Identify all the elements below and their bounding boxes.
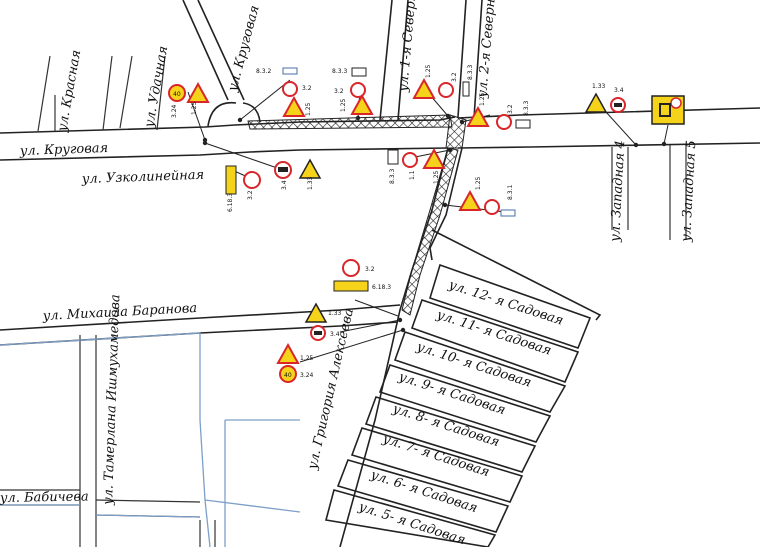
speed-limit-sign (279, 365, 297, 383)
sign-code: 8.3.3 (389, 169, 396, 184)
sign-code: 3.2 (451, 72, 458, 82)
detour-plate-sign (515, 119, 531, 129)
truck-icon (314, 331, 322, 335)
sadovaya-blocks (325, 263, 592, 547)
no-entry-sign (402, 152, 418, 168)
street-label-uzkolineynaya: ул. Узколинейная (81, 168, 205, 187)
roadworks-warning-icon (282, 95, 306, 117)
sign-code: 8.3.3 (332, 68, 347, 75)
street-label-udachnaya: ул. Удачная (142, 45, 171, 130)
detour-arrow-icon (659, 103, 671, 117)
construction-zone (247, 114, 467, 316)
detour-plate-sign (387, 149, 399, 165)
sign-code: 1.25 (191, 101, 198, 115)
sign-code: 8.3.3 (523, 101, 530, 116)
sign-group-k: 3.2 6.18.3 (333, 259, 391, 292)
no-entry-sign (350, 82, 366, 98)
sign-code: 1.25 (475, 176, 482, 190)
sign-group-j: 1.33 3.4 (584, 83, 685, 125)
road-signs: 40 3.24 1.25 8.3.2 3.2 1.25 8.3.3 3.2 1.… (168, 64, 685, 383)
roadworks-warning-icon (350, 93, 374, 115)
street-label-krasnaya: ул. Красная (55, 49, 84, 134)
sign-code: 3.4 (614, 87, 624, 94)
direction-warning-icon (304, 302, 328, 323)
sign-group-e: 1.25 3.2 8.3.3 (466, 92, 531, 130)
truck-icon (278, 167, 288, 172)
secondary-lines (0, 332, 301, 547)
sign-code: 1.25 (425, 64, 432, 78)
street-label-babicheva: ул. Бабичева (0, 489, 89, 506)
sign-group-h: 8.3.3 1.1 1.25 (387, 147, 446, 184)
no-entry-sign (496, 114, 512, 130)
roadworks-warning-icon (422, 147, 446, 169)
no-entry-sign (243, 171, 261, 189)
street-label-zapadnaya4: ул. Западная 4 (608, 140, 628, 243)
sign-group-a: 40 3.24 1.25 (168, 81, 210, 118)
sign-group-b: 8.3.2 3.2 1.25 (256, 67, 312, 117)
no-entry-sign (342, 259, 360, 277)
roadworks-warning-icon (466, 105, 490, 127)
street-label-severnaya1: ул. 1-я Северная (396, 0, 421, 93)
sign-code: 1.25 (479, 92, 486, 106)
no-entry-sign (438, 82, 454, 98)
speed-limit-value: 40 (284, 372, 292, 379)
detour-plate-sign (282, 67, 298, 75)
sign-group-d: 1.25 3.2 8.3.3 (412, 64, 474, 99)
roadworks-warning-icon (186, 81, 210, 103)
direction-warning-icon (298, 158, 322, 179)
detour-plate-sign (462, 81, 470, 97)
sign-code: 3.4 (281, 180, 288, 190)
direction-warning-icon (584, 92, 608, 113)
sign-code: 1.1 (409, 170, 416, 180)
sign-code: 1.25 (305, 102, 312, 116)
roadworks-warning-icon (458, 189, 482, 211)
sign-group-g: 3.4 1.33 (274, 158, 322, 190)
sign-code: 6.18.3 (372, 284, 391, 291)
sign-code: 1.25 (433, 170, 440, 184)
truck-icon (614, 103, 622, 107)
sign-code: 1.33 (328, 310, 342, 317)
sign-code: 8.3.1 (507, 185, 514, 200)
sign-code: 6.18.3 (227, 193, 234, 212)
roadworks-warning-icon (276, 342, 300, 364)
direction-plate-sign (333, 280, 369, 292)
sign-code: 3.24 (300, 372, 314, 379)
detour-plate-sign (351, 67, 367, 77)
sign-code: 3.24 (171, 104, 178, 118)
street-label-krugovaya-vertical: ул. Круговая (225, 4, 263, 94)
street-label-imamova: ул. Тамерлана Ишмухамедова (101, 294, 123, 506)
no-entry-sign (670, 97, 682, 109)
roadworks-warning-icon (412, 77, 436, 99)
detour-board-sign (651, 95, 685, 125)
sign-group-f: 6.18.3 3.2 (225, 165, 261, 212)
no-entry-sign (484, 199, 500, 215)
sign-group-i: 1.25 8.3.1 (458, 176, 516, 217)
street-label-zapadnaya5: ул. Западная 5 (679, 140, 699, 243)
sign-code: 3.2 (365, 266, 375, 273)
sign-code: 8.3.2 (256, 68, 271, 75)
no-entry-sign (282, 81, 298, 97)
sign-code: 3.4 (330, 331, 340, 338)
sign-code: 8.3.3 (467, 65, 474, 80)
sign-group-l: 1.33 3.4 1.25 40 3.24 (276, 302, 342, 383)
speed-limit-sign (168, 84, 186, 102)
sign-code: 3.2 (507, 104, 514, 114)
direction-plate-sign (225, 165, 237, 195)
street-label-severnaya2: ул. 2-я Северная (475, 0, 500, 99)
sign-code: 1.33 (592, 83, 606, 90)
sign-code: 1.33 (307, 176, 314, 190)
speed-limit-value: 40 (173, 91, 181, 98)
sign-code: 1.25 (300, 355, 314, 362)
sign-group-c: 8.3.3 3.2 1.25 (332, 67, 374, 115)
sign-code: 3.2 (247, 190, 254, 200)
sign-code: 3.2 (302, 85, 312, 92)
street-label-krugovaya: ул. Круговая (19, 141, 109, 159)
sign-code: 1.25 (340, 98, 347, 112)
sign-code: 3.2 (334, 88, 344, 95)
detour-plate-sign (500, 209, 516, 217)
